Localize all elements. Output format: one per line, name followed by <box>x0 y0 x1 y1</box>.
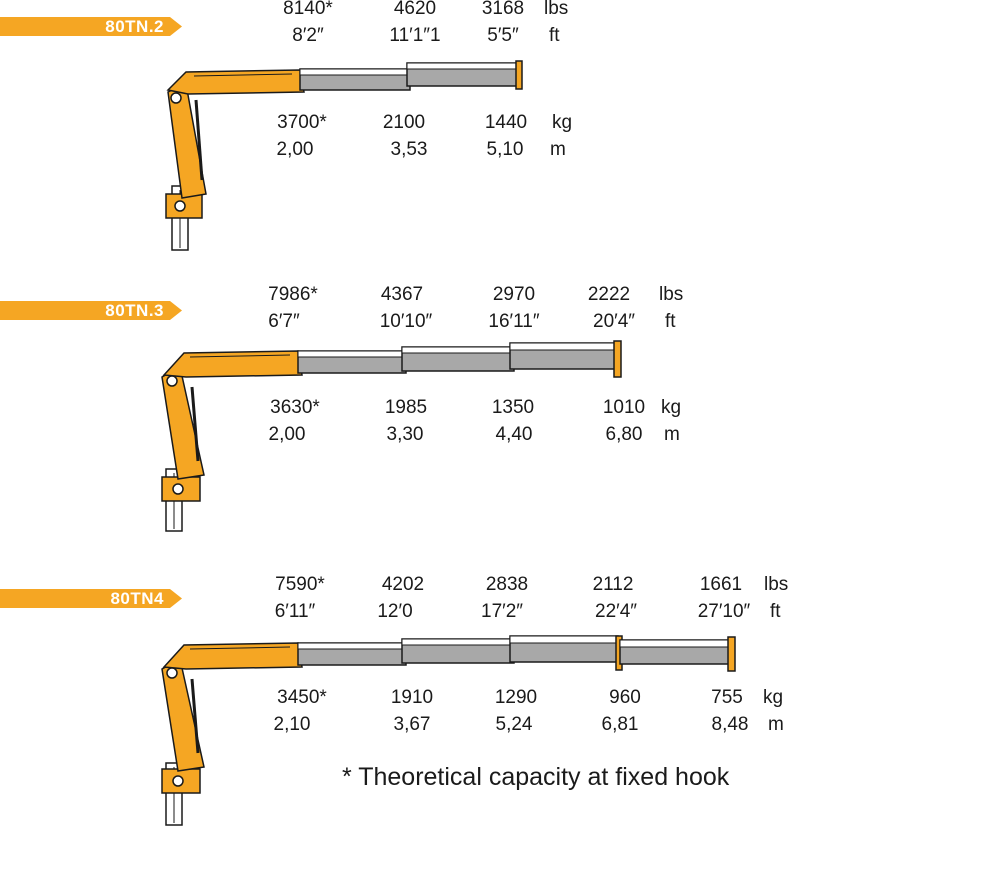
lbs-value: 1661 <box>699 574 743 595</box>
kg-value: 1910 <box>390 687 434 708</box>
model-name: 80TN.2 <box>105 17 164 36</box>
lbs-value: 2222 <box>587 284 631 305</box>
kg-unit: kg <box>763 687 784 708</box>
lbs-value: 4620 <box>393 0 437 19</box>
lbs-value: 2112 <box>592 574 634 595</box>
model-name: 80TN4 <box>110 589 164 608</box>
m-value: 2,10 <box>273 714 311 735</box>
ft-value: 16′11″ <box>488 311 540 332</box>
m-value: 3,53 <box>390 139 428 160</box>
ft-value: 10′10″ <box>379 311 433 332</box>
m-value: 3,30 <box>386 424 424 445</box>
kg-value: 3700* <box>277 112 327 133</box>
model-tag: 80TN4 <box>0 589 182 608</box>
m-value: 2,00 <box>276 139 314 160</box>
kg-unit: kg <box>552 112 573 133</box>
footnote: * Theoretical capacity at fixed hook <box>342 763 730 791</box>
lbs-value: 4367 <box>380 284 424 305</box>
m-value: 4,40 <box>495 424 533 445</box>
lbs-unit: lbs <box>659 284 684 305</box>
kg-value: 1440 <box>484 112 528 133</box>
lbs-value: 2838 <box>485 574 529 595</box>
kg-value: 1985 <box>384 397 428 418</box>
model-80tn3: 80TN.3 7986* 4367 2970 2222 lbs 6′7″ 10′… <box>0 283 1002 543</box>
model-80tn4: 80TN4 7590* 4202 2838 2112 1661 lbs 6′11… <box>0 573 1002 833</box>
m-unit: m <box>768 714 784 735</box>
m-unit: m <box>550 139 566 160</box>
ft-value: 17′2″ <box>481 601 523 622</box>
lbs-value: 4202 <box>381 574 425 595</box>
kg-unit: kg <box>661 397 682 418</box>
lbs-value: 3168 <box>481 0 525 19</box>
lbs-value: 7590* <box>275 574 325 595</box>
ft-value: 11′1″1 <box>389 25 441 46</box>
m-value: 2,00 <box>268 424 306 445</box>
ft-value: 5′5″ <box>487 25 519 46</box>
ft-unit: ft <box>665 311 676 332</box>
ft-value: 8′2″ <box>292 25 324 46</box>
m-value: 3,67 <box>393 714 431 735</box>
lbs-value: 7986* <box>268 284 318 305</box>
kg-value: 2100 <box>382 112 426 133</box>
lbs-value: 8140* <box>283 0 333 19</box>
kg-value: 3630* <box>270 397 320 418</box>
m-value: 6,80 <box>605 424 643 445</box>
ft-value: 20′4″ <box>593 311 635 332</box>
ft-value: 6′11″ <box>274 601 316 622</box>
kg-value: 1350 <box>491 397 535 418</box>
ft-value: 12′0 <box>377 601 413 622</box>
kg-value: 1010 <box>602 397 646 418</box>
model-80tn2: 80TN.2 8140* 4620 3168 lbs 8′2″ 11′1″1 5… <box>0 0 1002 260</box>
crane-diagram-80tn3 <box>161 340 622 532</box>
ft-unit: ft <box>549 25 560 46</box>
crane-diagram-80tn4 <box>161 635 736 826</box>
ft-value: 22′4″ <box>595 601 637 622</box>
ft-value: 6′7″ <box>268 311 300 332</box>
kg-value: 1290 <box>494 687 538 708</box>
m-value: 5,10 <box>486 139 524 160</box>
m-unit: m <box>664 424 680 445</box>
crane-diagram-80tn2 <box>165 60 523 251</box>
m-value: 8,48 <box>711 714 749 735</box>
ft-unit: ft <box>770 601 781 622</box>
kg-value: 755 <box>711 687 743 708</box>
lbs-unit: lbs <box>544 0 569 19</box>
kg-value: 960 <box>609 687 641 708</box>
lbs-unit: lbs <box>764 574 789 595</box>
ft-value: 27′10″ <box>697 601 751 622</box>
model-tag: 80TN.3 <box>0 301 182 320</box>
model-tag: 80TN.2 <box>0 17 182 36</box>
model-name: 80TN.3 <box>105 301 164 320</box>
kg-value: 3450* <box>277 687 327 708</box>
m-value: 6,81 <box>601 714 639 735</box>
m-value: 5,24 <box>495 714 533 735</box>
lbs-value: 2970 <box>492 284 536 305</box>
